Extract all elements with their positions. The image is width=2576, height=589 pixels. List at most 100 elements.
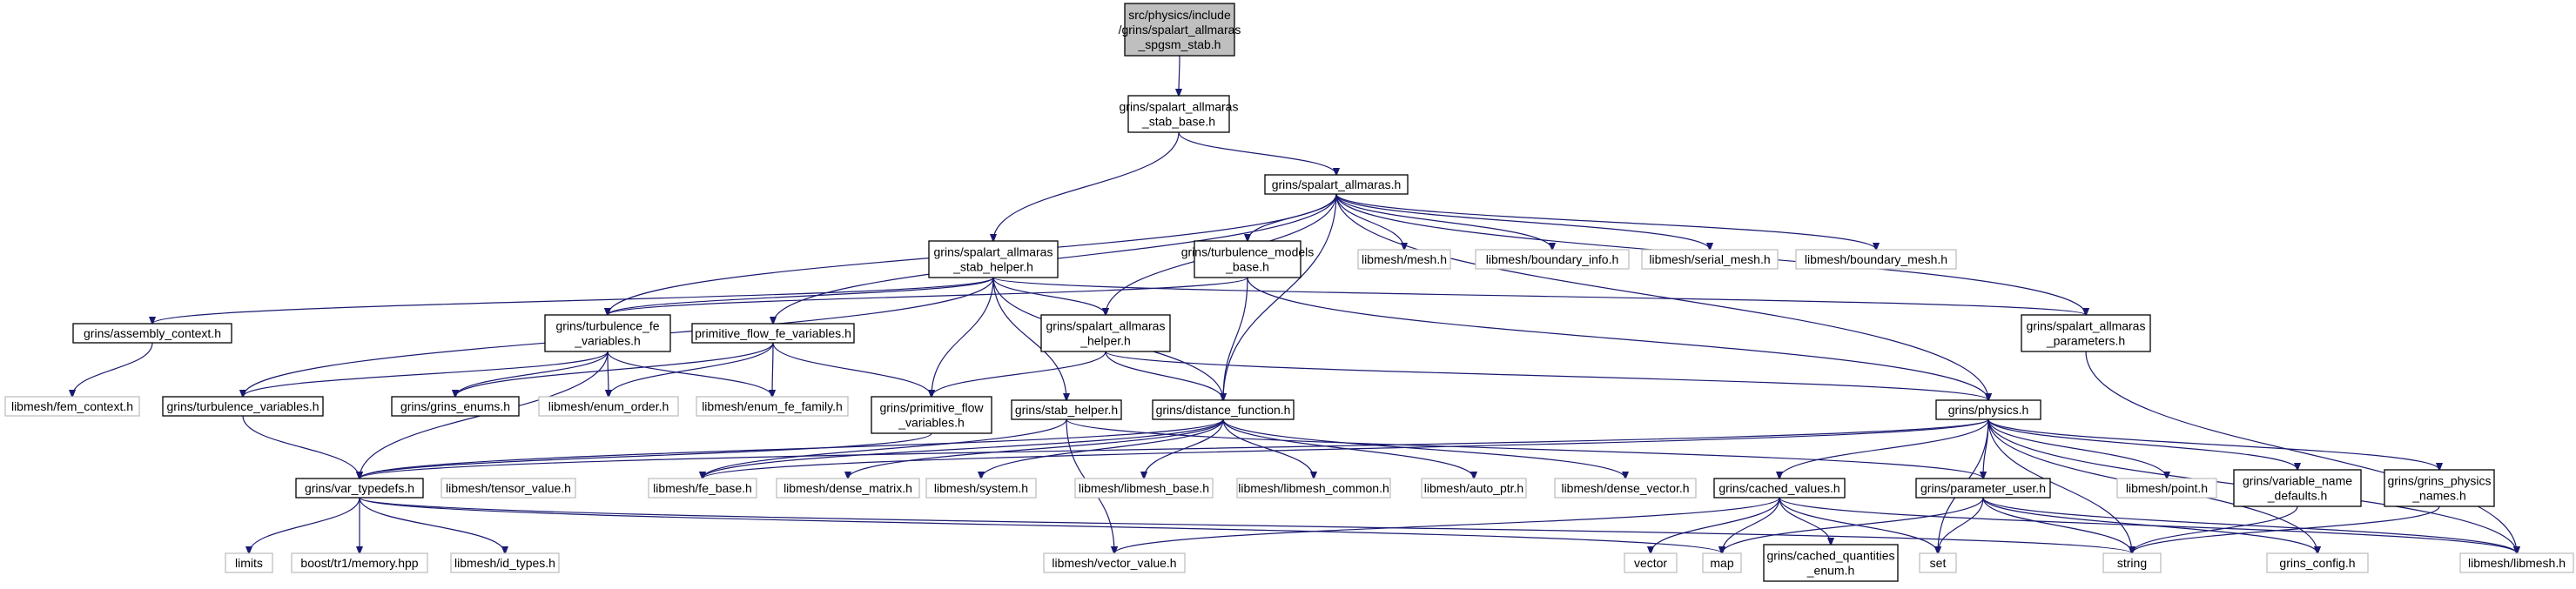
node-box [2116,478,2217,499]
node-label: grins/physics.h [1948,403,2029,417]
node-label: primitive_flow_fe_variables.h [695,326,851,340]
node-tensor-value: libmesh/tensor_value.h [441,478,576,499]
node-physics[interactable]: grins/physics.h [1935,399,2041,420]
node-box [1074,478,1214,499]
node-assembly[interactable]: grins/assembly_context.h [72,323,232,344]
edge-sa-to-physics [1335,193,1988,400]
node-box [1919,552,1957,573]
node-box [648,478,757,499]
edge-root-to-stab_base [1179,55,1180,96]
node-box [1357,249,1451,270]
node-box [1264,174,1409,195]
node-string: string [2102,552,2162,573]
node-label: src/physics/include [1128,8,1231,22]
node-box [1043,552,1186,573]
node-param-user[interactable]: grins/parameter_user.h [1915,478,2051,499]
node-label: libmesh/boundary_info.h [1486,252,1619,266]
edge-cached_values-to-cached_quant [1779,497,1831,545]
node-label: grins/turbulence_fe [555,319,659,333]
node-box [544,314,671,352]
node-label: libmesh/libmesh_base.h [1079,481,1209,495]
node-label: libmesh/point.h [2126,481,2208,495]
node-box [1152,399,1295,420]
node-turb-vars[interactable]: grins/turbulence_variables.h [162,396,324,417]
node-box [696,396,849,417]
node-label: _stab_base.h [1141,115,1215,129]
node-label: map [1710,556,1733,570]
node-physics-names[interactable]: grins/grins_physics_names.h [2384,469,2495,507]
node-var-typedefs[interactable]: grins/var_typedefs.h [295,478,424,499]
node-cached-quant[interactable]: grins/cached_quantities_enum.h [1763,544,1899,582]
edge-var_typedefs-to-map [359,497,1722,553]
node-sa-helper[interactable]: grins/spalart_allmaras_helper.h [1040,314,1171,352]
edge-prim_flow_fe-to-grins_enums [455,342,774,397]
edge-prim_flow_vars-to-var_typedefs [360,432,932,479]
nodes: src/physics/include/grins/spalart_allmar… [4,3,2574,582]
node-label: grins/spalart_allmaras.h [1272,177,1402,191]
node-label: string [2117,556,2147,570]
node-box [291,552,428,573]
edge-stab_helper_g-to-fe_base [703,418,1067,479]
edge-turb_fe-to-turb_vars [243,351,609,397]
node-dense-vector: libmesh/dense_vector.h [1554,478,1697,499]
node-label: libmesh/system.h [934,481,1028,495]
node-box [162,396,324,417]
edge-distance-to-system [981,418,1224,479]
node-root[interactable]: src/physics/include/grins/spalart_allmar… [1119,3,1241,57]
node-stab-helper-g[interactable]: grins/stab_helper.h [1011,399,1122,420]
node-tm-base[interactable]: grins/turbulence_models_base.h [1181,240,1315,278]
node-stab-helper[interactable]: grins/spalart_allmaras_stab_helper.h [928,240,1059,278]
node-enum-order: libmesh/enum_order.h [538,396,679,417]
node-box [1475,249,1630,270]
node-prim-flow-fe[interactable]: primitive_flow_fe_variables.h [691,323,855,344]
node-label: libmesh/auto_ptr.h [1424,481,1523,495]
node-grins-config: grins_config.h [2266,552,2369,573]
node-memory: boost/tr1/memory.hpp [291,552,428,573]
node-label: grins/grins_enums.h [400,399,510,413]
node-label: grins/cached_values.h [1718,481,1840,495]
node-libmesh-common: libmesh/libmesh_common.h [1236,478,1391,499]
node-label: _variables.h [898,416,965,430]
node-label: _spgsm_stab.h [1138,37,1221,51]
node-var-name-defaults[interactable]: grins/variable_name_defaults.h [2233,469,2362,507]
node-grins-enums[interactable]: grins/grins_enums.h [391,396,520,417]
node-stab-base[interactable]: grins/spalart_allmaras_stab_base.h [1120,95,1239,133]
node-label: /grins/spalart_allmaras [1119,23,1241,37]
edge-stab_helper_g-to-param_user [1066,418,1983,479]
edge-var_typedefs-to-limits [249,497,360,553]
node-label: _enum.h [1806,564,1854,578]
edge-sa_helper-to-physics [1105,351,1988,400]
node-label: libmesh/vector_value.h [1052,556,1176,570]
node-label: libmesh/fe_base.h [653,481,752,495]
node-box [1127,95,1230,133]
edge-prim_flow_fe-to-prim_flow_vars [772,342,932,397]
node-label: grins/assembly_context.h [84,326,221,340]
edge-physics-to-string [1987,418,2132,553]
node-prim-flow-vars[interactable]: grins/primitive_flow_variables.h [871,396,992,434]
node-box [538,396,679,417]
node-map: map [1702,552,1742,573]
edge-stab_base-to-sa [1178,131,1336,175]
node-dense-matrix: libmesh/dense_matrix.h [776,478,920,499]
node-turb-fe[interactable]: grins/turbulence_fe_variables.h [544,314,671,352]
node-libmesh-h: libmesh/libmesh.h [2459,552,2574,573]
node-sa[interactable]: grins/spalart_allmaras.h [1264,174,1409,195]
node-box [1124,3,1235,57]
node-label: libmesh/fem_context.h [11,399,133,413]
node-distance[interactable]: grins/distance_function.h [1152,399,1295,420]
node-sa-params[interactable]: grins/spalart_allmaras_parameters.h [2021,314,2151,352]
edge-sa-to-boundary_mesh [1335,193,1876,250]
node-box [1641,249,1779,270]
node-label: _variables.h [574,334,641,348]
node-label: limits [235,556,263,570]
edge-param_user-to-grins_config [1982,497,2317,553]
node-box [1194,240,1301,278]
node-box [925,478,1037,499]
edge-turb_fe-to-enum_order [608,351,609,397]
edge-param_user-to-string [1982,497,2132,553]
node-label: libmesh/libmesh.h [2468,556,2566,570]
node-cached-values[interactable]: grins/cached_values.h [1713,478,1846,499]
node-label: grins/cached_quantities [1766,549,1894,563]
node-box [2384,469,2495,507]
